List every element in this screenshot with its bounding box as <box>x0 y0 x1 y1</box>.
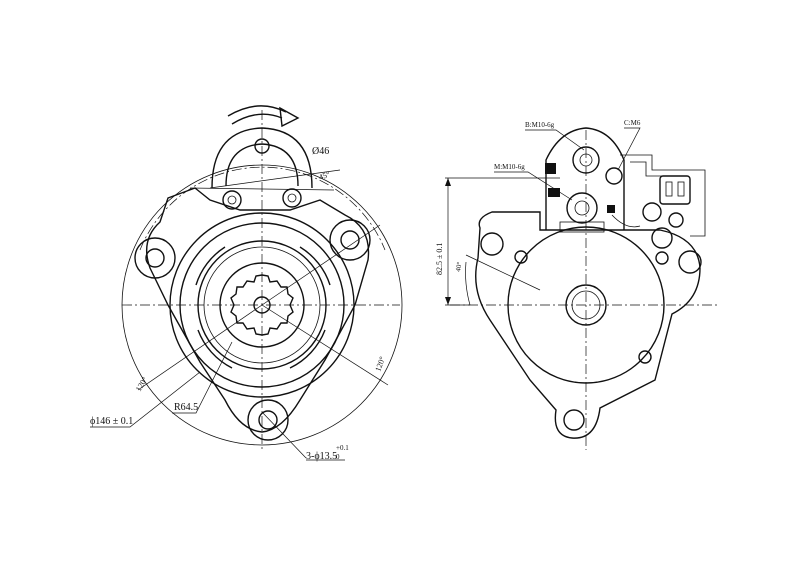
housing-outer <box>169 212 355 398</box>
flange-outline <box>146 187 370 433</box>
terminal-b-bolt-inner <box>579 153 593 167</box>
pinion-shaft <box>253 296 271 314</box>
side-view: B:M10-6g M:M10-6g C:M6 82.5 ± 0.1 40° <box>435 119 720 450</box>
outer-diameter-circle <box>121 164 403 446</box>
height-label: 82.5 ± 0.1 <box>435 243 444 275</box>
terminal-m-bolt-inner <box>574 200 590 216</box>
slot-2 <box>299 246 331 286</box>
terminal-m-marker-icon <box>548 188 560 197</box>
diameter46-leader <box>209 169 341 189</box>
terminal-b-bolt <box>572 146 600 174</box>
wire-bracket-inner <box>630 161 680 177</box>
angle-line-left <box>137 304 263 391</box>
phi146-leader <box>90 371 201 428</box>
rotation-arrow-inner <box>231 113 283 125</box>
ear-left-hole <box>145 248 165 268</box>
angle45-leader <box>189 187 335 191</box>
terminal-b-label: B:M10-6g <box>525 121 555 129</box>
terminal-c-leader <box>617 127 641 171</box>
connector-pin-2 <box>677 181 685 197</box>
pinion-housing <box>219 262 305 348</box>
side-ear-bottom <box>563 409 585 431</box>
terminal-c-bolt <box>605 167 623 185</box>
ear-bottom <box>247 399 289 441</box>
motor-bearing <box>565 284 607 326</box>
mount-bolt-left <box>222 190 242 210</box>
side-angle-leader <box>465 254 541 291</box>
bolt-circle-arc <box>139 166 386 251</box>
motor-body <box>507 226 665 384</box>
ear-left <box>134 237 176 279</box>
terminal-m-label: M:M10-6g <box>494 163 525 171</box>
body-screw-1 <box>514 250 528 264</box>
terminal-c-marker-icon <box>607 205 615 213</box>
side-angle-arc <box>465 261 471 306</box>
slot-1 <box>195 246 226 286</box>
terminal-c-label: C:M6 <box>624 119 641 127</box>
slot-4 <box>197 329 233 369</box>
side-ear-right <box>678 250 702 274</box>
terminal-m-leader <box>494 171 573 201</box>
mount-bolt-right <box>282 188 302 208</box>
r645-leader <box>172 341 233 414</box>
pinion-gear <box>230 274 294 336</box>
angle-right-label: 120° <box>373 355 387 372</box>
side-flange-outline <box>475 211 701 439</box>
side-ear-left <box>480 232 504 256</box>
small-angle-label: 45° <box>318 170 332 182</box>
mount-bolt-left-inner <box>227 195 237 205</box>
connector-plug <box>659 175 691 205</box>
ear-bottom-hole <box>258 410 278 430</box>
bolt-holes-label: 3-ϕ13.5 <box>306 451 337 462</box>
wire-loop <box>611 214 641 228</box>
bolt-holes-tol-upper: +0.1 <box>336 444 349 452</box>
slot-3 <box>289 329 326 369</box>
front-view: ϕ146 ± 0.1 R64.5 3-ϕ13.5 +0.1 0 120° 120… <box>90 105 403 462</box>
connector-pin-1 <box>665 181 673 197</box>
height-arrow-bottom-icon <box>445 297 451 305</box>
ear-right-hole <box>340 230 360 250</box>
body-screw-3 <box>655 251 669 265</box>
bolt-holes-tol-lower: 0 <box>336 453 340 461</box>
housing-ring-3 <box>203 246 321 364</box>
connector-nut-1 <box>642 202 662 222</box>
terminal-b-leader <box>525 129 585 151</box>
small-diameter-label: Ø46 <box>312 146 329 157</box>
ear-right <box>329 219 371 261</box>
angle-line-right <box>261 304 389 386</box>
height-arrow-top-icon <box>445 178 451 186</box>
solenoid-base <box>559 221 605 233</box>
radius-label: R64.5 <box>174 402 198 413</box>
rotation-arrow-outer <box>227 105 287 117</box>
body-screw-2 <box>638 350 652 364</box>
connector-nut-2 <box>651 227 673 249</box>
holes-leader <box>261 411 307 459</box>
solenoid-housing <box>545 127 625 230</box>
motor-bearing-inner <box>571 290 601 320</box>
side-angle-label: 40° <box>454 261 464 272</box>
housing-ring-2 <box>197 240 327 370</box>
top-boss-outer <box>211 127 313 189</box>
connector-nut-3 <box>668 212 684 228</box>
housing-ring-1 <box>179 222 345 388</box>
outer-diameter-label: ϕ146 ± 0.1 <box>90 416 133 427</box>
top-boss-inner <box>225 143 299 187</box>
terminal-m-bolt <box>566 192 598 224</box>
top-boss-hole <box>254 138 270 154</box>
mount-bolt-right-inner <box>287 193 297 203</box>
rotation-arrow-head-icon <box>279 106 300 128</box>
angle-line-upper <box>261 224 381 306</box>
wire-bracket <box>620 154 706 237</box>
terminal-b-marker-icon <box>545 163 556 174</box>
